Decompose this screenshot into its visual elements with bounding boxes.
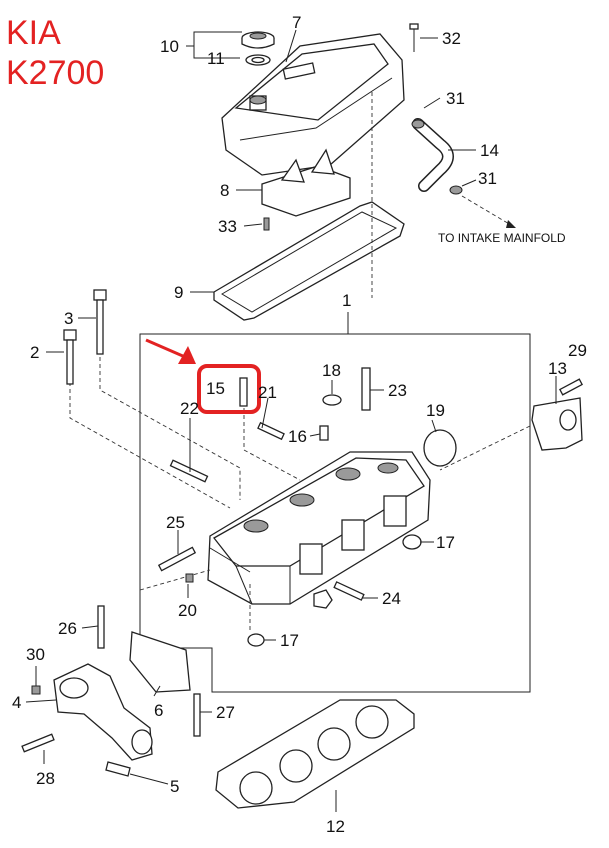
- intake-note: TO INTAKE MAINFOLD: [438, 231, 566, 245]
- label-10: 10: [160, 37, 179, 56]
- label-28: 28: [36, 769, 55, 788]
- label-23: 23: [388, 381, 407, 400]
- highlight-box: [197, 364, 261, 414]
- label-6: 6: [154, 701, 163, 720]
- label-31-lower: 31: [478, 169, 497, 188]
- label-25: 25: [166, 513, 185, 532]
- bolt-28: [21, 733, 55, 753]
- label-11: 11: [207, 49, 225, 68]
- oil-filler-cap: [241, 31, 275, 49]
- head-gasket: [215, 699, 415, 809]
- stud-25: [157, 546, 197, 572]
- label-16: 16: [288, 427, 307, 446]
- pin-16: [319, 425, 329, 441]
- label-21: 21: [258, 383, 277, 402]
- label-32: 32: [442, 29, 461, 48]
- label-29: 29: [568, 341, 587, 360]
- head-bolt-short: [63, 329, 77, 385]
- label-5: 5: [170, 777, 179, 796]
- label-18: 18: [322, 361, 341, 380]
- plug-17-bottom: [247, 633, 265, 647]
- valve-cover: [221, 33, 405, 176]
- brand-model: K2700: [6, 54, 104, 92]
- breather-baffle: [261, 148, 351, 217]
- label-17-side: 17: [436, 533, 455, 552]
- bolt-27: [193, 693, 201, 737]
- nut-30: [31, 685, 41, 695]
- label-13: 13: [548, 359, 567, 378]
- cap-fitting: [313, 589, 333, 609]
- cylinder-head: [207, 451, 431, 605]
- part-labels: 7 10 11 32 31 14 31 8 33 9 1 3 2 15 21 2…: [12, 13, 587, 836]
- cover-gasket: [213, 201, 405, 321]
- label-27: 27: [216, 703, 235, 722]
- housing-gasket: [129, 631, 191, 693]
- label-30: 30: [26, 645, 45, 664]
- label-1: 1: [342, 291, 351, 310]
- bolt-33: [263, 217, 270, 231]
- head-bolt-long: [93, 289, 107, 355]
- dowel-pin: [239, 377, 248, 407]
- label-31-upper: 31: [446, 89, 465, 108]
- bolt-26: [97, 605, 105, 649]
- leader-lines: [25, 29, 557, 812]
- label-3: 3: [64, 309, 73, 328]
- stud-24: [333, 581, 365, 601]
- label-15: 15: [206, 379, 225, 398]
- label-8: 8: [220, 181, 229, 200]
- hose-clamp-upper: [411, 119, 425, 129]
- label-17-bottom: 17: [280, 631, 299, 650]
- expansion-plug-19: [423, 429, 457, 467]
- nut-20: [185, 573, 194, 583]
- plug-17-side: [402, 534, 422, 550]
- label-2: 2: [30, 343, 39, 362]
- stud-23: [361, 367, 371, 411]
- hose-clamp-lower: [449, 185, 463, 195]
- label-33: 33: [218, 217, 237, 236]
- label-12: 12: [326, 817, 345, 836]
- label-9: 9: [174, 283, 183, 302]
- plug-18: [322, 394, 342, 406]
- label-20: 20: [178, 601, 197, 620]
- stud-22: [169, 459, 209, 483]
- label-22: 22: [180, 399, 199, 418]
- brand-title: KIA: [6, 14, 61, 52]
- bolt-32: [409, 23, 419, 52]
- stud-21: [257, 421, 285, 441]
- gasket-5: [105, 761, 131, 777]
- label-19: 19: [426, 401, 445, 420]
- bolt-29: [559, 378, 583, 396]
- label-4: 4: [12, 693, 21, 712]
- label-14: 14: [480, 141, 499, 160]
- label-24: 24: [382, 589, 401, 608]
- label-26: 26: [58, 619, 77, 638]
- label-7: 7: [292, 13, 301, 32]
